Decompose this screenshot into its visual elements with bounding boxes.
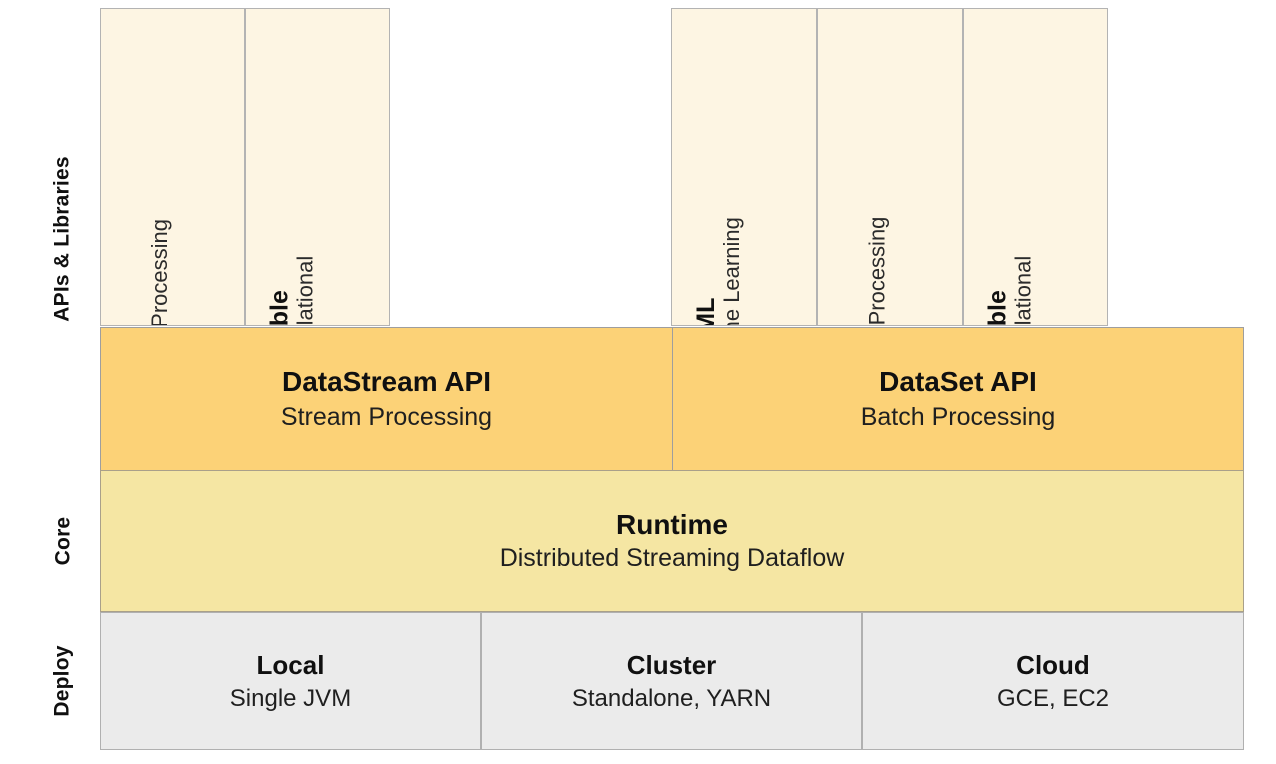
row-label-core-text: Core xyxy=(51,516,74,566)
library-table-batch-subtitle: Relational xyxy=(1009,256,1035,326)
library-table-batch-title: Table xyxy=(982,290,1011,326)
api-dataset-subtitle: Batch Processing xyxy=(860,402,1056,431)
library-box-flinkml: FlinkML Machine Learning xyxy=(671,8,817,326)
library-box-table-streaming: Table Relational xyxy=(245,8,390,326)
api-dataset-title: DataSet API xyxy=(879,366,1037,398)
deploy-box-cloud: Cloud GCE, EC2 xyxy=(862,612,1244,750)
library-flinkml-title: FlinkML xyxy=(691,298,719,325)
row-label-apis-libraries-text: APIs & Libraries xyxy=(51,156,74,322)
core-box-runtime: Runtime Distributed Streaming Dataflow xyxy=(100,470,1244,612)
row-label-core: Core xyxy=(30,470,96,612)
deploy-cloud-subtitle: GCE, EC2 xyxy=(996,684,1110,712)
library-box-cep: CEP Event Processing xyxy=(100,8,245,326)
library-flinkml-subtitle: Machine Learning xyxy=(718,217,744,326)
deploy-cloud-title: Cloud xyxy=(1016,649,1090,680)
deploy-local-title: Local xyxy=(256,649,325,680)
api-datastream-subtitle: Stream Processing xyxy=(280,402,493,431)
api-box-datastream: DataStream API Stream Processing xyxy=(100,327,673,471)
library-cep-subtitle: Event Processing xyxy=(146,219,172,326)
deploy-cluster-title: Cluster xyxy=(626,649,717,680)
deploy-box-cluster: Cluster Standalone, YARN xyxy=(481,612,862,750)
library-box-gelly: Gelly Graph Processing xyxy=(817,8,963,326)
row-label-deploy: Deploy xyxy=(30,612,96,750)
deploy-local-subtitle: Single JVM xyxy=(229,684,352,712)
row-label-apis-libraries: APIs & Libraries xyxy=(30,8,96,470)
library-box-table-batch: Table Relational xyxy=(963,8,1108,326)
core-runtime-title: Runtime xyxy=(616,509,728,540)
row-label-deploy-text: Deploy xyxy=(51,645,74,717)
library-table-streaming-subtitle: Relational xyxy=(291,256,317,326)
library-gelly-subtitle: Graph Processing xyxy=(864,216,890,326)
library-table-streaming-title: Table xyxy=(264,290,293,326)
deploy-cluster-subtitle: Standalone, YARN xyxy=(571,684,772,712)
api-box-dataset: DataSet API Batch Processing xyxy=(672,327,1244,471)
deploy-box-local: Local Single JVM xyxy=(100,612,481,750)
core-runtime-subtitle: Distributed Streaming Dataflow xyxy=(499,544,845,572)
api-datastream-title: DataStream API xyxy=(281,366,492,398)
